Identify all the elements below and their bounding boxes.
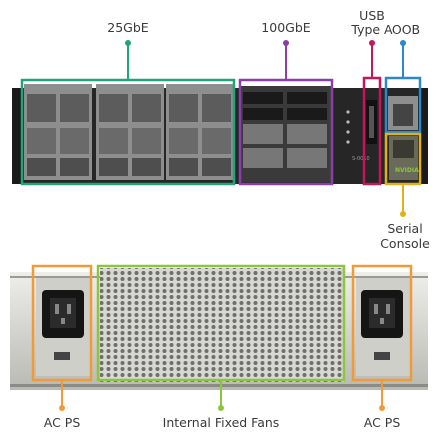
fan-grille — [100, 268, 344, 382]
serial-jack — [393, 140, 414, 158]
oob-jack — [393, 104, 413, 126]
ac-pin — [374, 304, 378, 314]
label-oob: OOB — [391, 22, 421, 37]
ac-pin — [61, 318, 65, 324]
qsfp-port — [243, 108, 283, 120]
qsfp-port — [287, 148, 327, 168]
sfp-cage-group — [96, 84, 164, 180]
label-ac-ps-left: AC PS — [43, 415, 81, 430]
leader-fans — [218, 380, 224, 411]
usb-port-tongue — [369, 106, 374, 138]
sfp-cage-group — [24, 84, 92, 180]
label-serial-line1: Serial — [387, 221, 423, 236]
status-led-column: S-0010 — [346, 110, 370, 162]
label-ac-ps-right: AC PS — [363, 415, 401, 430]
front-chassis-ear-left — [12, 88, 22, 184]
psu-right — [356, 278, 410, 376]
leader-100g — [283, 40, 289, 80]
label-100gbe: 100GbE — [261, 20, 311, 35]
qsfp-port — [287, 108, 327, 120]
ac-pin — [386, 304, 390, 314]
ac-pin — [67, 304, 71, 314]
label-serial-line2: Console — [380, 236, 430, 251]
leader-usb — [369, 40, 375, 78]
rear-panel — [10, 268, 428, 390]
qsfp-port — [243, 124, 283, 144]
label-usb-line1: USB — [359, 8, 385, 23]
qsfp-100g-ports — [240, 86, 332, 182]
label-internal-fans: Internal Fixed Fans — [162, 415, 280, 430]
leader-ac-ps-left — [59, 380, 65, 411]
front-panel: S-0010 NVIDIA — [12, 84, 428, 184]
status-id-label: S-0010 — [352, 156, 370, 162]
qsfp-port — [243, 92, 283, 104]
leader-25g — [125, 40, 131, 80]
sfp-25g-cages — [24, 84, 234, 180]
qsfp-port — [287, 124, 327, 144]
front-chassis-ear-right — [418, 88, 428, 184]
rear-bottom-edge — [10, 384, 428, 387]
psu-left-latch — [54, 352, 70, 360]
nvidia-logo-text: NVIDIA — [395, 167, 419, 174]
leader-ac-ps-right — [379, 380, 385, 411]
qsfp-port — [243, 148, 283, 168]
qsfp-port — [287, 92, 327, 104]
leader-oob — [400, 40, 406, 78]
ac-pin — [380, 318, 384, 324]
leader-serial — [400, 184, 406, 217]
label-25gbe: 25GbE — [107, 20, 149, 35]
sfp-cage-group — [166, 84, 234, 180]
ac-pin — [55, 304, 59, 314]
psu-right-latch — [374, 352, 390, 360]
psu-left — [36, 278, 90, 376]
label-usb-line2: Type A — [351, 22, 393, 37]
